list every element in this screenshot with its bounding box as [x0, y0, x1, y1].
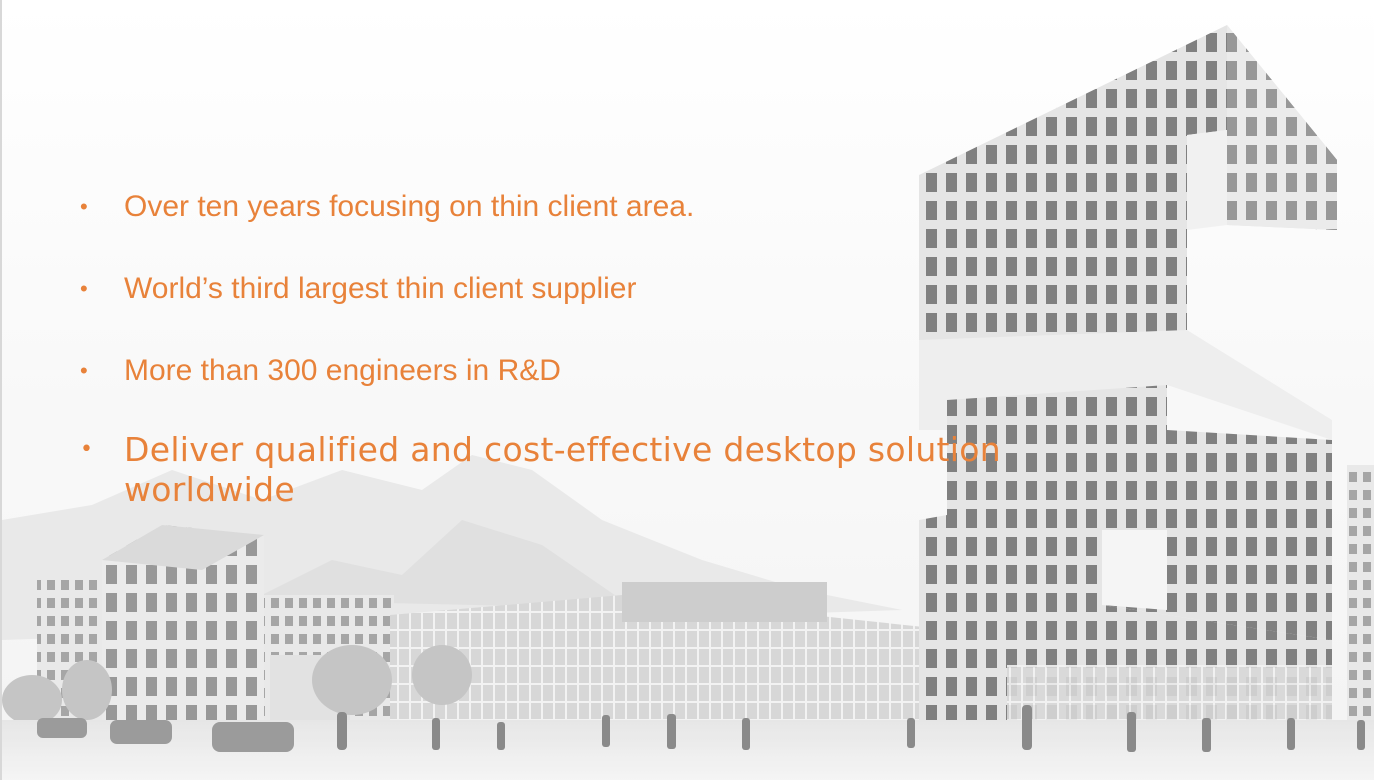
bullet-item-delivery: Deliver qualified and cost-effective des…: [80, 430, 1020, 510]
bullet-item-experience: Over ten years focusing on thin client a…: [80, 188, 1020, 226]
bullet-item-engineers: More than 300 engineers in R&D: [80, 352, 1020, 390]
bullet-item-ranking: World’s third largest thin client suppli…: [80, 270, 1020, 308]
bullet-list: Over ten years focusing on thin client a…: [80, 188, 1020, 510]
